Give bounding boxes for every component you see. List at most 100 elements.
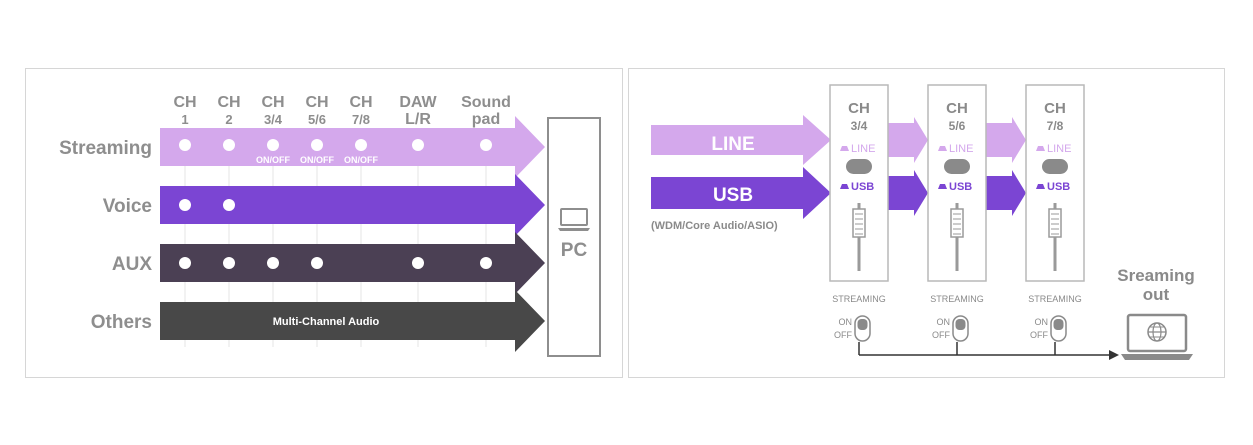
toggle-knob [955, 319, 966, 330]
line-indicator-icon [840, 146, 849, 151]
line-connector-arrow [986, 117, 1026, 163]
onoff-label: ON/OFF [300, 155, 334, 165]
signal-dot [179, 257, 191, 269]
strip-line-label: LINE [851, 143, 875, 155]
streaming-out-label-2: out [1143, 285, 1170, 304]
off-label: OFF [834, 330, 852, 340]
channel-header-bottom: 3/4 [264, 112, 283, 127]
line-input-label: LINE [711, 134, 754, 155]
signal-dot [179, 199, 191, 211]
bus-label: AUX [112, 254, 152, 275]
signal-dot [412, 257, 424, 269]
strip-channel-number: 5/6 [949, 119, 966, 133]
toggle-knob [857, 319, 868, 330]
usb-indicator-icon [1036, 184, 1045, 189]
streaming-out-label: Sreaming [1117, 266, 1194, 285]
on-label: ON [937, 317, 951, 327]
signal-dot [267, 257, 279, 269]
signal-dot [412, 139, 424, 151]
bus-arrow [160, 290, 545, 352]
fader-knob [852, 208, 866, 238]
channel-header-top: CH [261, 94, 284, 111]
off-label: OFF [1030, 330, 1048, 340]
channel-header-bottom: 7/8 [352, 112, 370, 127]
bus-arrow [160, 232, 545, 294]
channel-header-top: DAW [399, 94, 437, 111]
toggle-knob [1053, 319, 1064, 330]
channel-header-bottom: pad [472, 111, 500, 128]
channel-header-bottom: 2 [225, 112, 232, 127]
bus-label: Others [91, 312, 152, 333]
onoff-label: ON/OFF [256, 155, 290, 165]
channel-header-bottom: L/R [405, 111, 431, 128]
bus-label: Voice [103, 196, 152, 217]
laptop-screen [560, 208, 588, 226]
fader-cap [950, 208, 964, 238]
channel-header-bottom: 5/6 [308, 112, 326, 127]
on-label: ON [839, 317, 853, 327]
globe-icon [1147, 322, 1167, 342]
input-select-button [1042, 159, 1068, 174]
streaming-label: STREAMING [1028, 294, 1082, 304]
line-input-arrow [651, 115, 831, 165]
signal-dot [223, 139, 235, 151]
line-connector-arrow [888, 117, 928, 163]
bus-arrow [160, 174, 545, 236]
strip-usb-label: USB [851, 181, 874, 193]
signal-dot [223, 199, 235, 211]
usb-input-label: USB [713, 185, 753, 206]
usb-driver-label: (WDM/Core Audio/ASIO) [651, 220, 778, 232]
channel-header-bottom: 1 [181, 112, 188, 127]
channel-header-top: CH [305, 94, 328, 111]
signal-dot [311, 139, 323, 151]
strip-channel-label: CH [1044, 100, 1066, 117]
routing-diagram: CH1CH2CH3/4CH5/6CH7/8DAWL/RSoundpadStrea… [59, 94, 601, 357]
signal-dot [179, 139, 191, 151]
bus-label: Streaming [59, 138, 152, 159]
strip-usb-label: USB [949, 181, 972, 193]
strip-line-label: LINE [1047, 143, 1071, 155]
bus-text: Multi-Channel Audio [273, 316, 380, 328]
laptop-base [1121, 354, 1193, 360]
usb-indicator-icon [938, 184, 947, 189]
signal-dot [311, 257, 323, 269]
input-select-button [846, 159, 872, 174]
strip-channel-number: 3/4 [851, 119, 868, 133]
strip-channel-label: CH [848, 100, 870, 117]
signal-dot [223, 257, 235, 269]
streaming-bus-arrowhead [1109, 350, 1119, 360]
streaming-label: STREAMING [832, 294, 886, 304]
channel-header-top: CH [217, 94, 240, 111]
usb-input-arrow [651, 167, 831, 219]
signal-dot [480, 257, 492, 269]
streaming-label: STREAMING [930, 294, 984, 304]
laptop-screen [1126, 313, 1188, 353]
signal-dot [480, 139, 492, 151]
strip-channel-label: CH [946, 100, 968, 117]
signal-dot [355, 139, 367, 151]
line-indicator-icon [1036, 146, 1045, 151]
line-indicator-icon [938, 146, 947, 151]
on-label: ON [1035, 317, 1049, 327]
usb-connector-arrow [986, 170, 1026, 216]
channel-header-top: CH [173, 94, 196, 111]
fader-knob [950, 208, 964, 238]
pc-box [547, 117, 601, 357]
off-label: OFF [932, 330, 950, 340]
fader-cap [1048, 208, 1062, 238]
fader-cap [852, 208, 866, 238]
usb-indicator-icon [840, 184, 849, 189]
onoff-label: ON/OFF [344, 155, 378, 165]
channel-header-top: CH [349, 94, 372, 111]
channel-header-top: Sound [461, 94, 511, 111]
laptop-icon [558, 208, 590, 231]
bus-arrow [160, 116, 545, 178]
strip-line-label: LINE [949, 143, 973, 155]
laptop-icon [1121, 313, 1193, 360]
usb-connector-arrow [888, 170, 928, 216]
laptop-base [558, 228, 590, 231]
fader-knob [1048, 208, 1062, 238]
